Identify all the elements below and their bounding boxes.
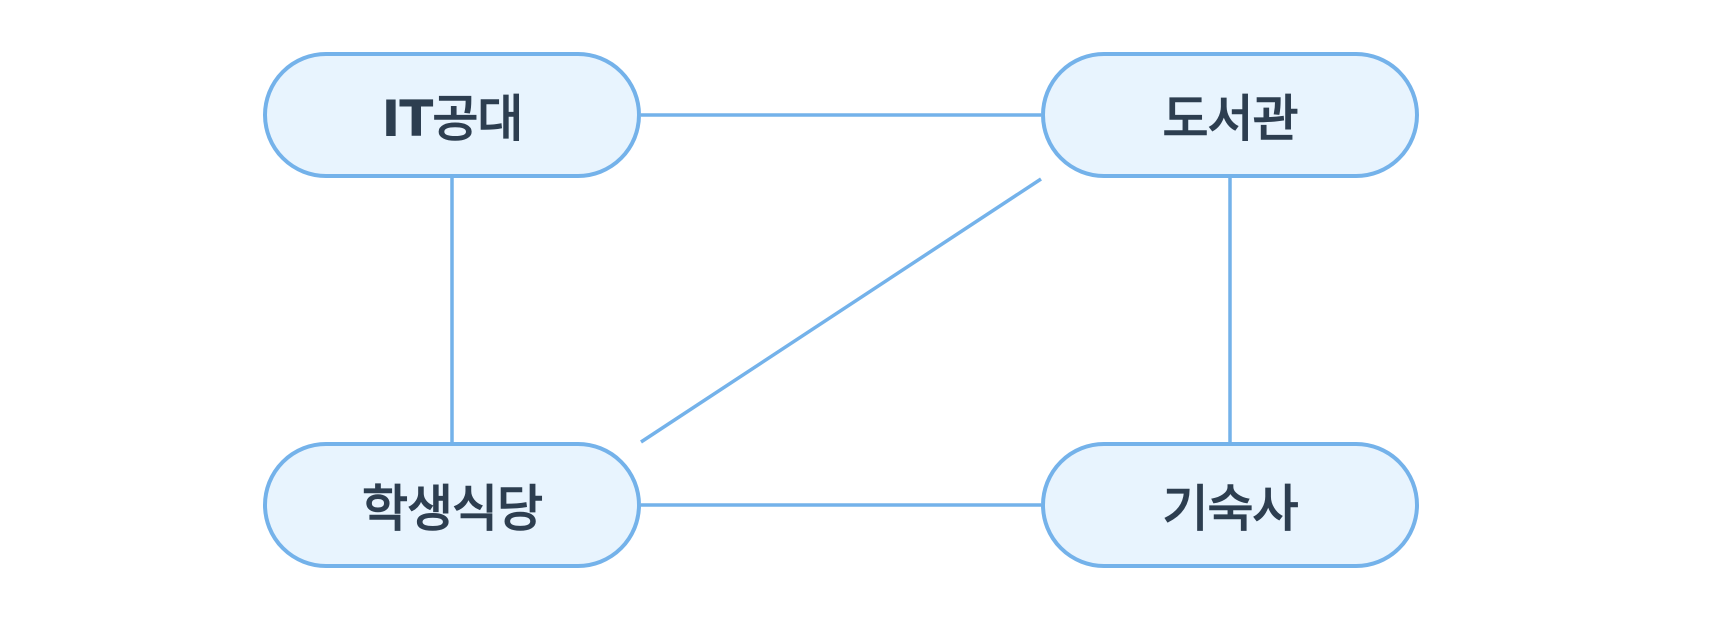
node-label-library: 도서관 — [1162, 90, 1299, 148]
node-label-dorm: 기숙사 — [1162, 480, 1299, 538]
node-label-it: IT공대 — [381, 90, 524, 148]
edge-library-cafeteria — [640, 177, 1042, 444]
node-cafeteria[interactable]: 학생식당 — [263, 442, 641, 568]
node-it[interactable]: IT공대 — [263, 52, 641, 178]
node-library[interactable]: 도서관 — [1041, 52, 1419, 178]
node-label-cafeteria: 학생식당 — [362, 480, 543, 538]
node-dorm[interactable]: 기숙사 — [1041, 442, 1419, 568]
